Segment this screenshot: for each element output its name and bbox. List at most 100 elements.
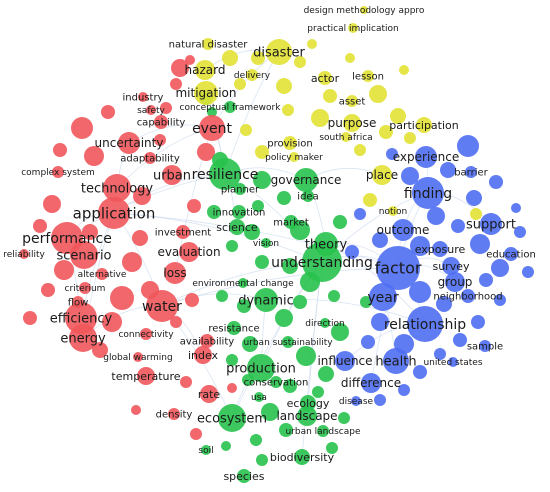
node-bubble[interactable] <box>185 293 199 307</box>
node-bubble-rate[interactable] <box>200 385 218 403</box>
term-label-survey[interactable]: survey <box>432 260 470 273</box>
node-bubble-usa[interactable] <box>254 392 264 402</box>
term-label-neighborhood[interactable]: neighborhood <box>433 292 502 303</box>
node-bubble[interactable] <box>434 348 446 360</box>
node-bubble[interactable] <box>240 124 252 136</box>
node-bubble[interactable] <box>256 454 268 466</box>
node-bubble[interactable] <box>410 236 430 256</box>
node-bubble[interactable] <box>252 200 264 212</box>
node-bubble[interactable] <box>160 102 172 114</box>
node-bubble[interactable] <box>404 132 416 144</box>
term-label-united-states[interactable]: united states <box>423 358 482 368</box>
term-label-relationship[interactable]: relationship <box>384 317 466 333</box>
term-label-density[interactable]: density <box>156 410 193 421</box>
node-bubble[interactable] <box>372 232 388 248</box>
node-bubble[interactable] <box>54 260 74 280</box>
node-bubble-group[interactable] <box>445 272 465 292</box>
node-bubble-capability[interactable] <box>154 115 168 129</box>
term-label-application[interactable]: application <box>73 204 156 222</box>
node-bubble-outcome[interactable] <box>392 219 414 241</box>
term-label-influence[interactable]: influence <box>317 354 372 368</box>
node-bubble-influence[interactable] <box>335 351 355 371</box>
term-label-ecosystem[interactable]: ecosystem <box>197 412 267 427</box>
node-bubble[interactable] <box>251 51 265 65</box>
node-bubble-united-states[interactable] <box>448 357 458 367</box>
term-label-temperature[interactable]: temperature <box>111 370 180 383</box>
node-bubble-direction[interactable] <box>320 318 330 328</box>
node-bubble-technology[interactable] <box>103 174 131 202</box>
term-label-support[interactable]: support <box>466 218 516 233</box>
node-bubble[interactable] <box>276 78 292 94</box>
term-label-conceptual-framework[interactable]: conceptual framework <box>180 103 282 113</box>
term-label-scenario[interactable]: scenario <box>56 249 111 264</box>
node-bubble-disaster[interactable] <box>266 39 292 65</box>
term-label-adaptability[interactable]: adaptability <box>120 154 180 165</box>
term-label-science[interactable]: science <box>216 221 258 234</box>
node-bubble-landscape[interactable] <box>297 406 317 426</box>
node-bubble-ecosystem[interactable] <box>218 404 246 432</box>
node-bubble[interactable] <box>294 56 306 68</box>
node-bubble[interactable] <box>331 323 349 341</box>
node-bubble-index[interactable] <box>194 346 212 364</box>
node-bubble-event[interactable] <box>199 115 225 141</box>
node-bubble[interactable] <box>41 283 55 297</box>
node-bubble-provision[interactable] <box>283 136 297 150</box>
term-label-energy[interactable]: energy <box>60 332 106 347</box>
node-bubble[interactable] <box>440 162 456 178</box>
node-bubble-evaluation[interactable] <box>179 242 199 262</box>
node-bubble-policy-maker[interactable] <box>289 152 299 162</box>
node-bubble[interactable] <box>494 294 506 306</box>
node-bubble-survey[interactable] <box>442 257 460 275</box>
term-label-soil[interactable]: soil <box>198 446 213 456</box>
term-label-governance[interactable]: governance <box>271 173 342 187</box>
node-bubble-governance[interactable] <box>294 168 318 192</box>
node-bubble-biodiversity[interactable] <box>294 449 310 465</box>
node-bubble[interactable] <box>427 207 445 225</box>
node-bubble-year[interactable] <box>369 283 397 311</box>
term-label-sample[interactable]: sample <box>467 342 503 353</box>
node-bubble[interactable] <box>307 39 317 49</box>
term-label-species[interactable]: species <box>223 470 264 483</box>
node-bubble[interactable] <box>187 199 201 213</box>
term-label-loss[interactable]: loss <box>163 266 186 280</box>
node-bubble[interactable] <box>33 219 47 233</box>
term-label-technology[interactable]: technology <box>81 182 153 197</box>
node-bubble[interactable] <box>82 224 98 240</box>
node-bubble[interactable] <box>326 442 338 454</box>
node-bubble-urban[interactable] <box>162 165 182 185</box>
node-bubble[interactable] <box>470 234 490 254</box>
node-bubble[interactable] <box>102 312 122 332</box>
term-label-participation[interactable]: participation <box>389 119 459 132</box>
node-bubble[interactable] <box>222 50 238 66</box>
node-bubble[interactable] <box>471 315 485 329</box>
term-label-understanding[interactable]: understanding <box>271 255 373 271</box>
node-bubble[interactable] <box>399 65 409 75</box>
node-bubble[interactable] <box>170 316 182 328</box>
node-bubble-barrier[interactable] <box>465 166 477 178</box>
node-bubble-production[interactable] <box>247 354 275 382</box>
node-bubble[interactable] <box>110 286 134 310</box>
node-bubble[interactable] <box>451 219 465 233</box>
node-bubble-resilience[interactable] <box>209 158 241 190</box>
term-label-criterium[interactable]: criterium <box>65 284 106 294</box>
node-bubble[interactable] <box>275 309 293 327</box>
node-bubble[interactable] <box>244 224 260 240</box>
node-bubble-health[interactable] <box>383 348 409 374</box>
node-bubble[interactable] <box>312 386 324 398</box>
node-bubble[interactable] <box>345 53 355 63</box>
node-bubble-conceptual-framework[interactable] <box>224 101 236 113</box>
node-bubble-safety[interactable] <box>146 105 156 115</box>
node-bubble-understanding[interactable] <box>302 242 342 282</box>
term-label-innovation[interactable]: innovation <box>213 208 266 219</box>
node-bubble-urban-landscape[interactable] <box>317 425 329 437</box>
node-bubble-experience[interactable] <box>415 146 437 168</box>
term-label-education[interactable]: education <box>486 250 536 261</box>
node-bubble-dynamic[interactable] <box>254 288 278 312</box>
term-label-group[interactable]: group <box>438 275 473 289</box>
node-bubble[interactable] <box>489 175 503 189</box>
term-label-place[interactable]: place <box>366 168 398 182</box>
node-bubble-sample[interactable] <box>479 340 491 352</box>
node-bubble-uncertainty[interactable] <box>118 132 140 154</box>
term-label-complex-system[interactable]: complex system <box>21 168 95 178</box>
node-bubble[interactable] <box>250 434 262 446</box>
